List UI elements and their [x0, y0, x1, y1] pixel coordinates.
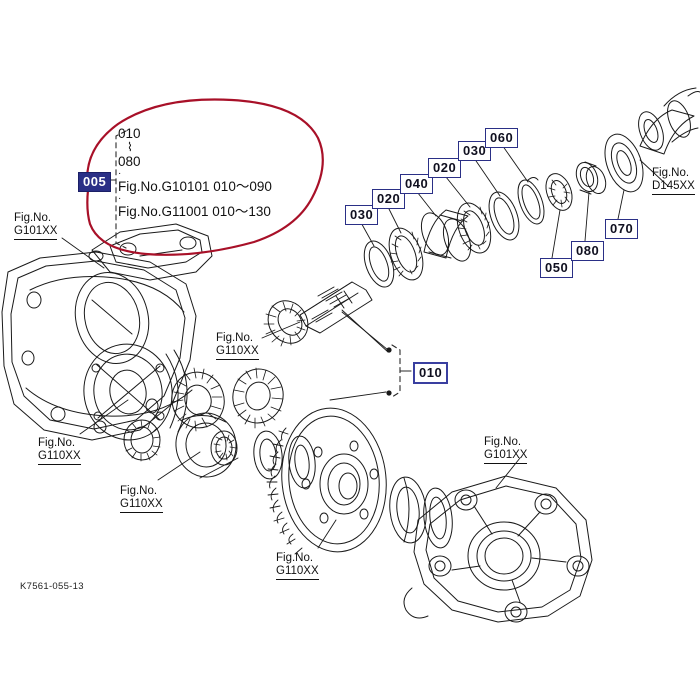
red-annotation-loop [86, 98, 324, 256]
fig-label-g101xx-right: Fig.No. G101XX [484, 436, 528, 464]
axle-flange-right [403, 475, 593, 623]
pinion-drive-shaft [263, 281, 373, 347]
axle-housing-left [1, 223, 213, 441]
note-bracket [115, 130, 127, 249]
note-line-1: 010 [118, 126, 141, 141]
drawing-id: K7561-055-13 [20, 581, 84, 592]
part-callout-020-b[interactable]: 020 [428, 158, 462, 178]
part-callout-040[interactable]: 040 [400, 174, 434, 194]
fig-label-line2: G110XX [276, 565, 319, 580]
fig-label-line2: G101XX [484, 449, 528, 464]
note-line-3: 080 [118, 154, 141, 169]
bearing-row [363, 87, 700, 288]
part-010-bracket [386, 344, 412, 398]
note-block: 010 ⌇ 080 · Fig.No.G10101 010～090 · Fig.… [118, 126, 318, 219]
note-line-7: Fig.No.G11001 010～130 [118, 204, 271, 219]
part-callout-050[interactable]: 050 [540, 258, 574, 278]
note-line-2: ⌇ [127, 140, 133, 154]
fig-label-line2: G101XX [14, 225, 58, 240]
ring-gear-disc [266, 407, 387, 555]
fig-label-d145xx: Fig.No. D145XX [652, 167, 695, 195]
fig-label-line1: Fig.No. [38, 437, 76, 449]
bevel-gear-cluster [123, 367, 284, 480]
hub-bearing-stack [288, 435, 453, 549]
part-callout-030-b[interactable]: 030 [458, 141, 492, 161]
part-callout-070[interactable]: 070 [605, 219, 639, 239]
part-callout-030-a[interactable]: 030 [345, 205, 379, 225]
fig-label-line2: G110XX [120, 498, 163, 513]
note-line-4: · [118, 168, 122, 179]
part-callout-060[interactable]: 060 [485, 128, 519, 148]
part-callout-005[interactable]: 005 [78, 172, 112, 192]
fig-label-line1: Fig.No. [14, 212, 52, 224]
fig-label-line2: D145XX [652, 180, 695, 195]
fig-label-g110xx-lower: Fig.No. G110XX [120, 485, 163, 513]
fig-label-line1: Fig.No. [484, 436, 522, 448]
note-line-6: · [118, 193, 122, 204]
part-callout-020-a[interactable]: 020 [372, 189, 406, 209]
part-callout-080[interactable]: 080 [571, 241, 605, 261]
part-callout-010[interactable]: 010 [413, 362, 449, 384]
fig-label-g110xx-mid: Fig.No. G110XX [216, 332, 259, 360]
fig-label-line1: Fig.No. [652, 167, 690, 179]
fig-label-line1: Fig.No. [120, 485, 158, 497]
fig-label-line1: Fig.No. [216, 332, 254, 344]
note-line-5: Fig.No.G10101 010～090 [118, 179, 272, 194]
fig-label-line1: Fig.No. [276, 552, 314, 564]
fig-label-line2: G110XX [38, 450, 81, 465]
fig-label-g101xx-left: Fig.No. G101XX [14, 212, 58, 240]
fig-label-line2: G110XX [216, 345, 259, 360]
fig-label-g110xx-bottom: Fig.No. G110XX [276, 552, 319, 580]
fig-label-g110xx-left: Fig.No. G110XX [38, 437, 81, 465]
